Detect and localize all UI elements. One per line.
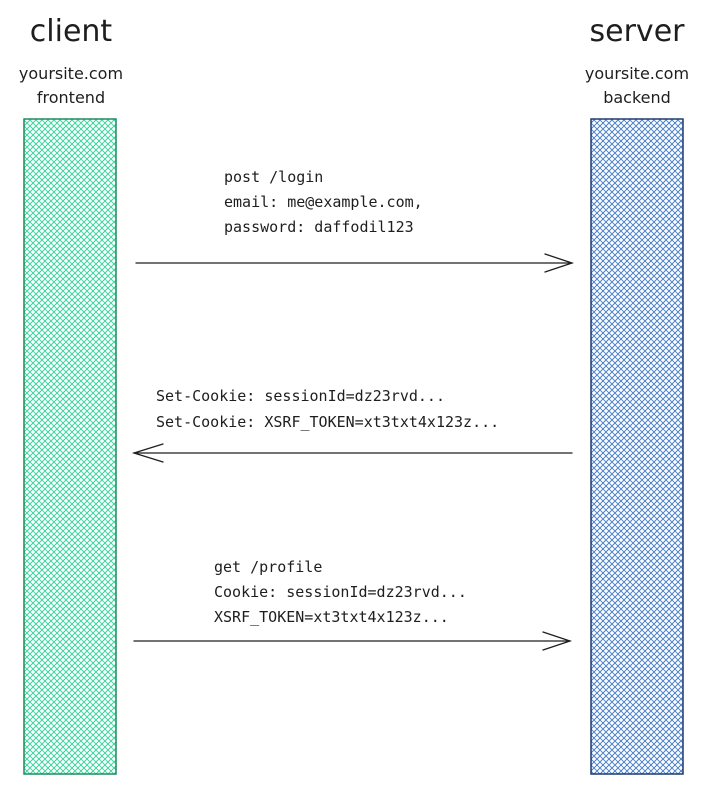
message-line: Cookie: sessionId=dz23rvd... [214, 583, 467, 601]
server-subtitle-line1: yoursite.com [585, 64, 689, 83]
client-title: client [30, 14, 113, 49]
message-line: get /profile [214, 558, 322, 576]
message-line: post /login [224, 168, 323, 186]
message-set-cookie: Set-Cookie: sessionId=dz23rvd... Set-Coo… [131, 387, 573, 463]
server-header: server yoursite.com backend [585, 14, 689, 107]
message-line: email: me@example.com, [224, 193, 423, 211]
client-subtitle-line1: yoursite.com [19, 64, 123, 83]
client-subtitle-line2: frontend [37, 88, 105, 107]
message-line: XSRF_TOKEN=xt3txt4x123z... [214, 608, 449, 626]
arrow-right [135, 253, 575, 273]
message-login: post /login email: me@example.com, passw… [135, 168, 575, 273]
server-title: server [590, 14, 686, 49]
message-profile: get /profile Cookie: sessionId=dz23rvd..… [133, 558, 573, 651]
client-header: client yoursite.com frontend [19, 14, 123, 107]
arrow-right [133, 631, 573, 651]
arrow-left [131, 443, 573, 463]
server-lifeline [590, 118, 684, 775]
message-line: password: daffodil123 [224, 218, 414, 236]
message-line: Set-Cookie: sessionId=dz23rvd... [156, 387, 445, 405]
client-lifeline [23, 118, 117, 775]
message-line: Set-Cookie: XSRF_TOKEN=xt3txt4x123z... [156, 413, 499, 431]
server-subtitle-line2: backend [603, 88, 671, 107]
